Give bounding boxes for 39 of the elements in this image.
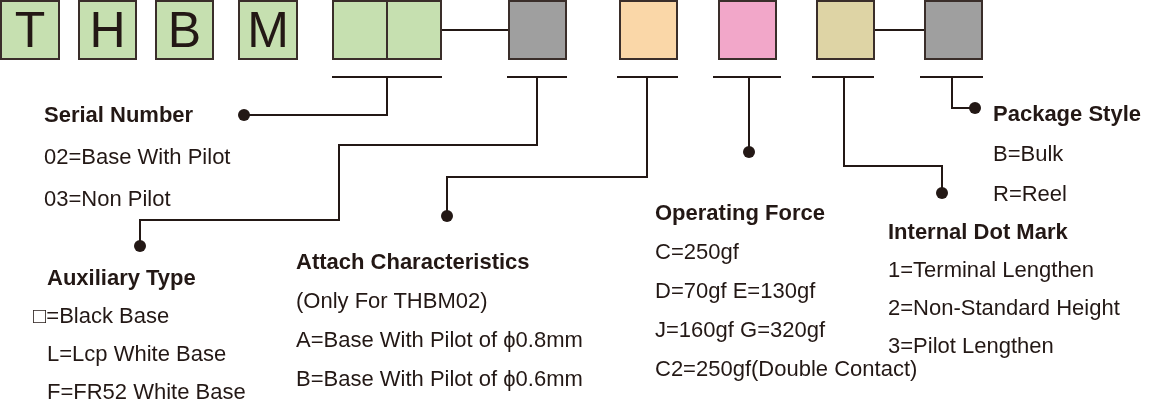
option-heading: Attach Characteristics (296, 248, 530, 276)
code-box (816, 0, 875, 60)
option-text: □=Black Base (33, 302, 170, 330)
letter-box: T (0, 0, 60, 60)
option-heading: Serial Number (44, 101, 194, 129)
code-box (718, 0, 777, 60)
connector-line (874, 29, 925, 31)
option-text: B=Base With Pilot of ϕ0.6mm (296, 365, 583, 393)
letter-box: M (238, 0, 298, 60)
option-text: C=250gf (655, 238, 739, 266)
leader-line (743, 76, 755, 158)
code-box (924, 0, 983, 60)
option-text: R=Reel (993, 180, 1067, 208)
option-text: 03=Non Pilot (44, 185, 171, 213)
leader-line (134, 76, 538, 252)
option-text: B=Bulk (993, 140, 1064, 168)
code-box (508, 0, 567, 60)
letter-box: B (155, 0, 214, 60)
code-box (619, 0, 678, 60)
option-text: 2=Non-Standard Height (888, 294, 1120, 322)
option-heading: Package Style (993, 100, 1141, 128)
option-text: D=70gf E=130gf (655, 277, 816, 305)
option-text: (Only For THBM02) (296, 287, 488, 315)
code-box (332, 0, 442, 60)
option-text: 1=Terminal Lengthen (888, 256, 1095, 284)
option-text: 02=Base With Pilot (44, 143, 231, 171)
option-heading: Operating Force (655, 199, 825, 227)
leader-line (951, 76, 981, 114)
letter-box: H (78, 0, 137, 60)
leader-line (441, 76, 648, 222)
option-text: J=160gf G=320gf (655, 316, 826, 344)
option-text: L=Lcp White Base (47, 340, 227, 368)
leader-line (238, 76, 388, 121)
option-heading: Auxiliary Type (47, 264, 196, 292)
option-text: A=Base With Pilot of ϕ0.8mm (296, 326, 583, 354)
option-heading: Internal Dot Mark (888, 218, 1068, 246)
option-text: F=FR52 White Base (47, 378, 246, 406)
leader-line (843, 76, 948, 199)
connector-line (441, 29, 509, 31)
